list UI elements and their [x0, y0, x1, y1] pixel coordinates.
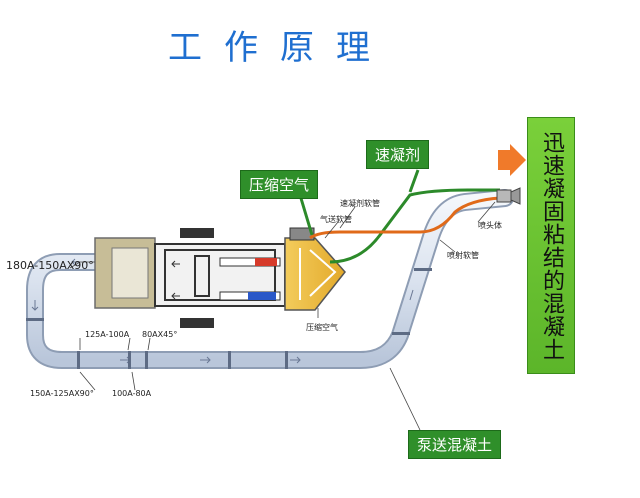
- tag-compressed-air: 压缩空气: [240, 170, 319, 199]
- nozzle-icon: [496, 187, 521, 205]
- tag-accelerator: 速凝剂: [366, 140, 430, 169]
- label-elbow-150-125: 150A-125AX90°: [30, 389, 94, 398]
- leader-lines: [69, 201, 496, 431]
- label-compressed-air-small: 压缩空气: [306, 322, 338, 332]
- label-accel-hose: 速凝剂软管: [340, 198, 380, 208]
- label-elbow-80: 80AX45°: [142, 330, 177, 339]
- result-box: 迅速凝固粘结的混凝土: [527, 117, 575, 374]
- mixing-tank: [284, 227, 346, 311]
- pump-machine: [94, 228, 286, 328]
- label-elbow-top: 180A-150AX90°: [6, 259, 94, 272]
- label-spray-hose: 喷射软管: [447, 250, 479, 260]
- result-text: 迅速凝固粘结的混凝土: [539, 130, 564, 361]
- pipe-joints: [26, 268, 432, 369]
- air-hose: [309, 196, 501, 240]
- label-nozzle-body: 喷头体: [478, 220, 502, 230]
- tag-pump-concrete: 泵送混凝土: [408, 430, 502, 459]
- page-title: 工作原理: [168, 28, 392, 68]
- output-arrow-head-icon: [510, 144, 526, 176]
- label-reducer-125-100: 125A-100A: [85, 330, 130, 339]
- label-reducer-100-80: 100A-80A: [112, 389, 152, 398]
- output-arrow-icon: [498, 150, 510, 170]
- label-air-hose: 气送软管: [320, 214, 352, 224]
- accelerator-hose: [329, 188, 500, 264]
